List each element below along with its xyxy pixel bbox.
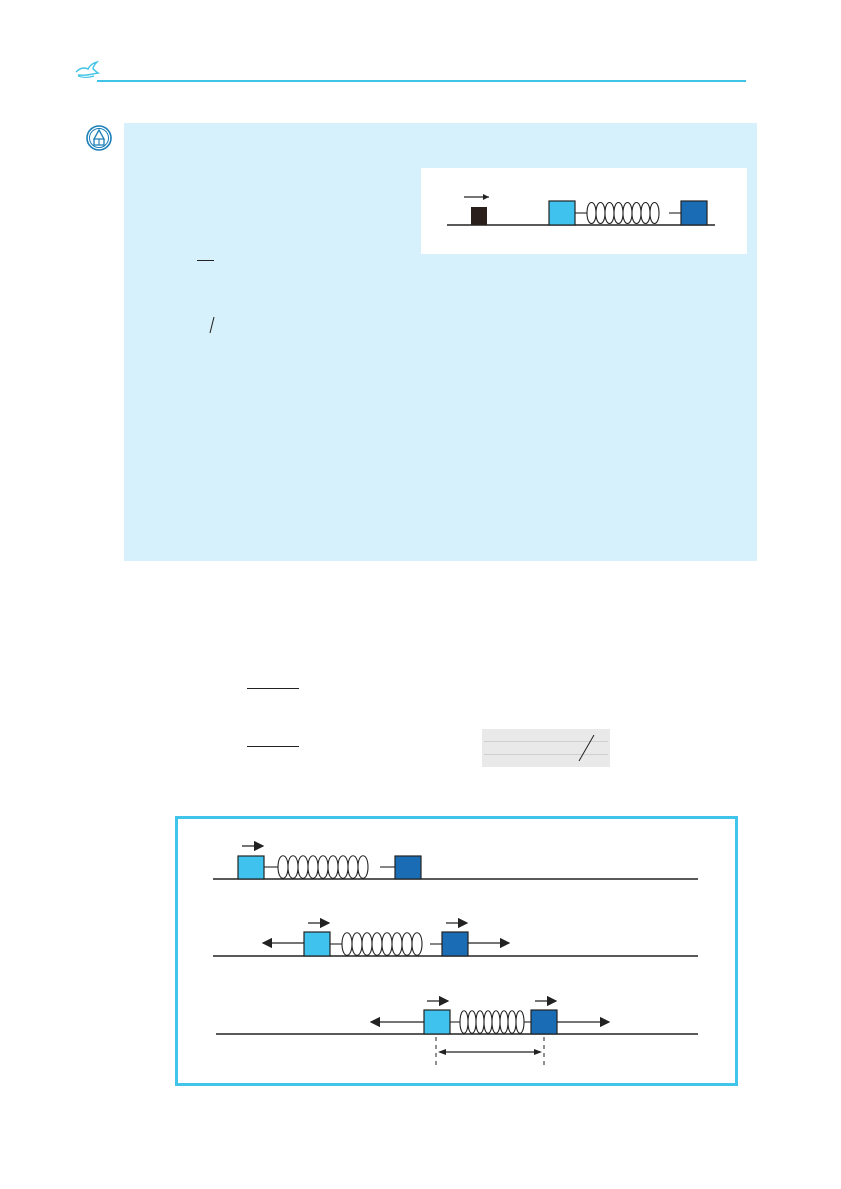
pencil-badge-icon	[85, 124, 113, 152]
dove-icon	[74, 58, 100, 80]
moving-block	[471, 207, 487, 225]
dark-block	[530, 1009, 558, 1035]
shaded-answer-box	[482, 729, 610, 767]
left-block	[548, 200, 576, 226]
dark-block	[394, 855, 422, 880]
figure1-panel	[421, 168, 747, 254]
right-block	[680, 200, 708, 226]
row-1	[213, 840, 698, 880]
figure2-frame	[175, 816, 738, 1086]
spring	[264, 855, 395, 879]
velocity-arrow	[464, 194, 489, 200]
fraction-bar	[247, 688, 299, 689]
spring	[450, 1010, 531, 1034]
spring	[330, 932, 442, 956]
length-indicator	[438, 1049, 542, 1055]
slash-mark	[208, 316, 216, 334]
light-block	[423, 1009, 451, 1035]
spring	[575, 201, 681, 225]
light-block	[237, 855, 265, 880]
fraction-bar	[197, 260, 214, 261]
dark-block	[441, 931, 469, 957]
row-2	[213, 917, 698, 957]
row-3	[216, 995, 698, 1069]
light-block	[303, 931, 331, 957]
fraction-bar	[247, 746, 299, 747]
header-rule	[97, 80, 746, 82]
